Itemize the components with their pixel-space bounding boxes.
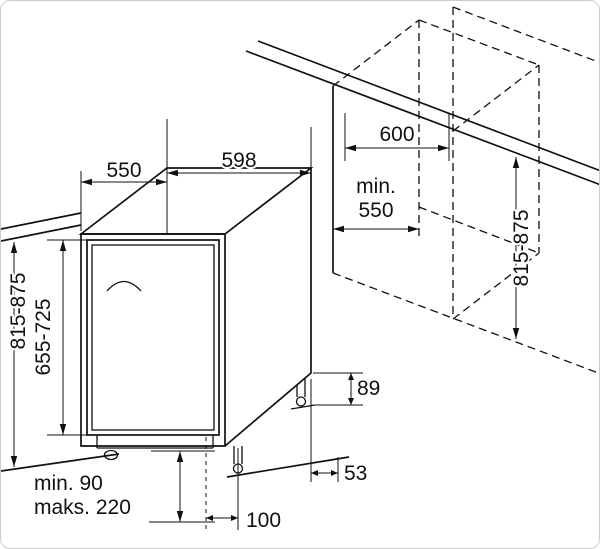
dim-label-plinth-max: maks. 220 bbox=[34, 496, 131, 519]
dimension-appliance-depth: 550 bbox=[80, 157, 167, 231]
dimension-rear-foot-height: 89 bbox=[313, 372, 382, 406]
dimension-niche-height: 815-875 bbox=[508, 157, 535, 339]
dim-label-appliance-depth: 550 bbox=[106, 159, 141, 182]
door-handle bbox=[106, 280, 142, 292]
rear-foot bbox=[295, 378, 307, 407]
adjustable-feet bbox=[103, 378, 307, 474]
dim-label-appliance-height: 815-875 bbox=[7, 272, 30, 349]
dim-label-niche-width: 600 bbox=[379, 123, 414, 146]
dim-label-niche-depth-prefix: min. bbox=[356, 175, 396, 198]
dim-label-door-height: 655-725 bbox=[32, 298, 55, 375]
dim-label-plinth-min: min. 90 bbox=[34, 472, 103, 495]
dim-label-rear-foot-height: 89 bbox=[357, 377, 380, 400]
dishwasher-body bbox=[78, 167, 314, 447]
dimension-plinth-height: min. 90 maks. 220 bbox=[32, 450, 215, 523]
dim-label-niche-height: 815-875 bbox=[510, 209, 533, 286]
worktop-edge-lines bbox=[1, 40, 599, 273]
dishwasher-door bbox=[86, 239, 220, 449]
dimension-niche-width: 600 bbox=[344, 113, 450, 161]
dimension-rear-foot-setback: 53 bbox=[310, 379, 369, 487]
front-left-foot bbox=[103, 449, 119, 461]
dimension-door-height: 655-725 bbox=[30, 239, 91, 436]
dim-label-appliance-width: 598 bbox=[221, 149, 256, 172]
dimension-front-foot-setback: 100 bbox=[205, 437, 283, 534]
dim-label-niche-depth-value: 550 bbox=[358, 199, 393, 222]
dim-label-front-foot-setback: 100 bbox=[246, 509, 281, 532]
dim-label-rear-foot-setback: 53 bbox=[344, 462, 367, 485]
dimension-niche-depth: min. 550 bbox=[333, 173, 419, 233]
floor-lines bbox=[1, 404, 350, 478]
dimension-appliance-height: 815-875 bbox=[5, 242, 32, 467]
dimension-appliance-width: 598 bbox=[166, 119, 312, 234]
